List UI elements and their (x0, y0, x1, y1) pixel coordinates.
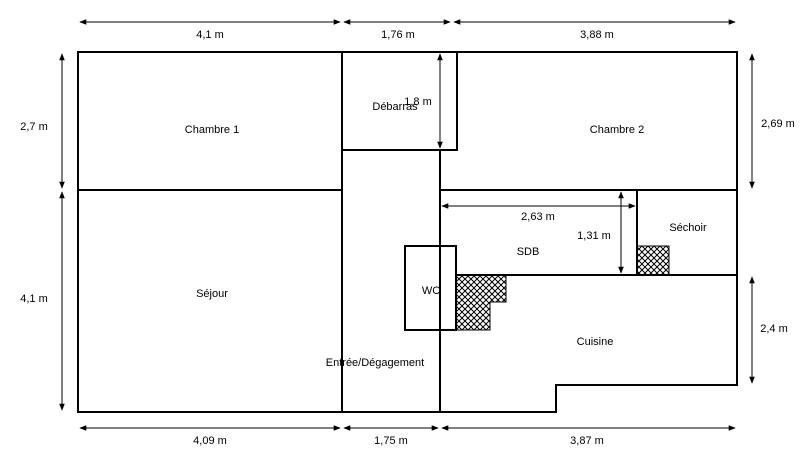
hatched-fixture-sdb (455, 274, 507, 331)
room-label-sdb: SDB (517, 246, 540, 258)
room-label-chambre1: Chambre 1 (185, 124, 239, 136)
dim-label-top-left: 4,1 m (196, 29, 224, 41)
dim-label-bottom-right: 3,87 m (570, 435, 604, 447)
room-label-sejour: Séjour (196, 288, 228, 300)
dim-label-sdb-width: 2,63 m (521, 211, 555, 223)
debarras-walls (341, 51, 458, 151)
dim-label-left-upper: 2,7 m (20, 121, 48, 133)
room-label-debarras: Débarras (372, 101, 418, 113)
room-label-cuisine: Cuisine (577, 336, 614, 348)
dim-label-top-right: 3,88 m (580, 29, 614, 41)
dim-label-debarras-height: 1,8 m (404, 96, 432, 108)
dim-label-right-lower: 2,4 m (760, 323, 788, 335)
dim-label-bottom-mid: 1,75 m (374, 435, 408, 447)
room-label-sechoir: Séchoir (669, 222, 707, 234)
dim-label-top-mid: 1,76 m (381, 29, 415, 41)
dim-label-right-upper: 2,69 m (761, 118, 795, 130)
dim-label-left-lower: 4,1 m (20, 293, 48, 305)
dim-label-sdb-height: 1,31 m (577, 230, 611, 242)
room-label-wc: WC (422, 285, 440, 297)
hatched-fixture-sechoir (636, 245, 670, 276)
room-label-chambre2: Chambre 2 (590, 124, 644, 136)
outer-wall (77, 51, 738, 413)
room-label-entree: Entrée/Dégagement (326, 357, 424, 369)
dim-label-bottom-left: 4,09 m (193, 435, 227, 447)
